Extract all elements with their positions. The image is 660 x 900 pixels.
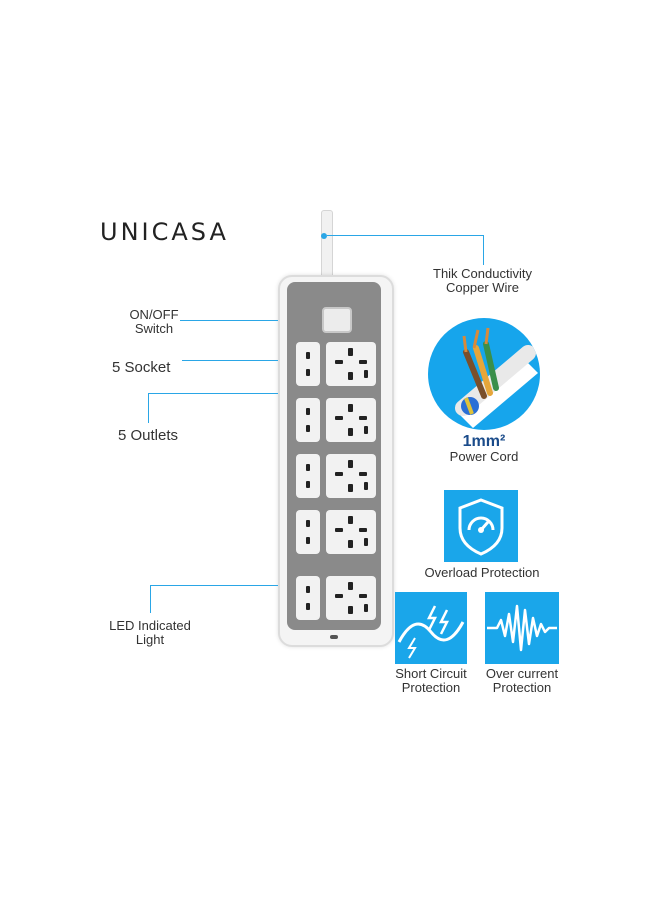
over-current-label-line2: Protection — [492, 680, 552, 695]
small-socket — [296, 510, 320, 554]
socket-pin — [335, 594, 343, 598]
small-socket — [296, 342, 320, 386]
brand-logo: UNICASA — [100, 218, 229, 246]
socket-pin — [348, 460, 353, 468]
socket-pin — [348, 404, 353, 412]
socket-pin — [335, 416, 343, 420]
power-switch — [322, 307, 352, 333]
led-callout-line — [150, 585, 278, 586]
small-socket — [296, 398, 320, 442]
lightning-wave-icon — [395, 592, 467, 664]
led-label-line1: LED Indicated — [109, 618, 191, 633]
socket-pin — [348, 348, 353, 356]
socket-pin — [364, 482, 368, 490]
socket-pin — [364, 370, 368, 378]
over-current-label: Over current Protection — [478, 667, 566, 695]
socket-callout-line — [182, 360, 278, 361]
universal-socket — [326, 398, 376, 442]
wire-label: Thik Conductivity Copper Wire — [420, 267, 545, 295]
switch-label: ON/OFF Switch — [118, 308, 190, 336]
socket-pin — [348, 606, 353, 614]
socket-pin — [364, 426, 368, 434]
socket-pin — [359, 528, 367, 532]
socket-pin — [306, 520, 310, 527]
led-label-line2: Light — [135, 632, 165, 647]
overload-label: Overload Protection — [424, 565, 540, 580]
socket-pin — [335, 528, 343, 532]
switch-callout-line — [180, 320, 278, 321]
wire-callout-dot — [321, 233, 327, 239]
short-circuit-label-line2: Protection — [401, 680, 461, 695]
wire-label-line1: Thik Conductivity — [433, 266, 532, 281]
socket-pin — [359, 416, 367, 420]
universal-socket — [326, 510, 376, 554]
socket-pin — [348, 372, 353, 380]
socket-pin — [359, 594, 367, 598]
wire-callout-line — [327, 235, 483, 236]
socket-pin — [306, 537, 310, 544]
socket-pin — [306, 369, 310, 376]
led-label: LED Indicated Light — [102, 619, 198, 647]
cord-size-label: 1mm² — [462, 433, 506, 450]
switch-label-line1: ON/OFF — [129, 307, 179, 322]
socket-pin — [364, 604, 368, 612]
wire-callout-line-v — [483, 235, 484, 265]
socket-pin — [306, 352, 310, 359]
wire-label-line2: Copper Wire — [446, 280, 519, 295]
small-socket — [296, 454, 320, 498]
shield-gauge-icon — [444, 490, 518, 562]
outlets-label: 5 Outlets — [118, 427, 179, 444]
led-callout-line-v — [150, 585, 151, 613]
short-circuit-label: Short Circuit Protection — [388, 667, 474, 695]
socket-pin — [348, 516, 353, 524]
led-indicator — [330, 635, 338, 639]
outlets-callout-line-v — [148, 393, 149, 423]
socket-label: 5 Socket — [112, 359, 171, 376]
small-socket — [296, 576, 320, 620]
over-current-label-line1: Over current — [485, 666, 559, 681]
socket-pin — [348, 484, 353, 492]
socket-pin — [348, 540, 353, 548]
short-circuit-label-line1: Short Circuit — [395, 666, 467, 681]
socket-pin — [306, 586, 310, 593]
universal-socket — [326, 576, 376, 620]
cord-label: Power Cord — [449, 449, 519, 464]
socket-pin — [348, 582, 353, 590]
universal-socket — [326, 454, 376, 498]
socket-pin — [306, 603, 310, 610]
power-cable — [321, 210, 333, 280]
socket-pin — [359, 472, 367, 476]
switch-label-line2: Switch — [134, 321, 174, 336]
socket-pin — [364, 538, 368, 546]
pulse-wave-icon — [485, 592, 559, 664]
socket-pin — [306, 481, 310, 488]
socket-pin — [306, 464, 310, 471]
socket-pin — [306, 425, 310, 432]
socket-pin — [335, 472, 343, 476]
socket-pin — [359, 360, 367, 364]
outlets-callout-line — [148, 393, 278, 394]
socket-pin — [335, 360, 343, 364]
copper-wire-icon — [428, 318, 540, 430]
universal-socket — [326, 342, 376, 386]
socket-pin — [348, 428, 353, 436]
socket-pin — [306, 408, 310, 415]
